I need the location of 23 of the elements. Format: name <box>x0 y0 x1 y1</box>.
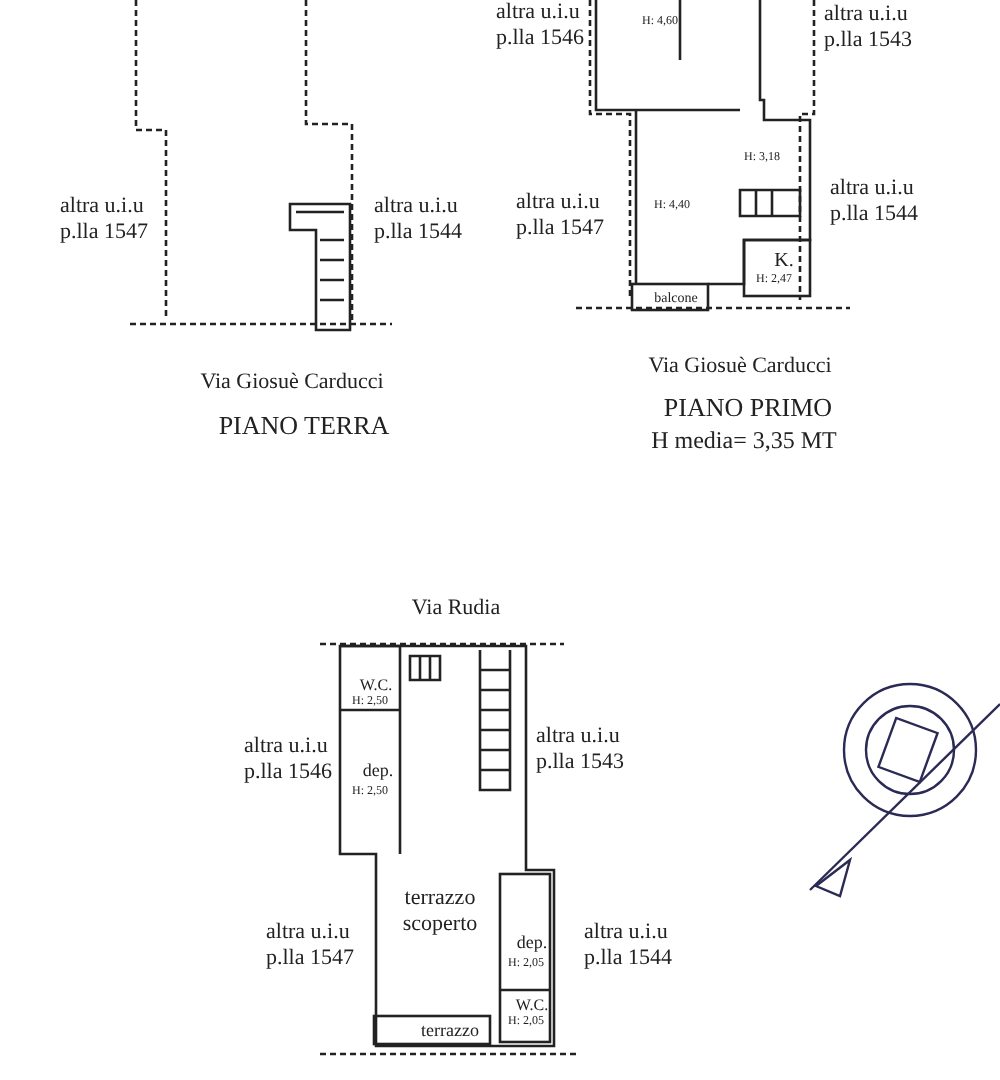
floor-title: PIANO PRIMO <box>661 394 835 424</box>
room-name: dep. <box>514 932 550 953</box>
room-name: terrazzo scoperto <box>400 886 480 937</box>
neighbour-label: altra u.i.u p.lla 1546 <box>244 734 334 785</box>
neighbour-label: altra u.i.u p.lla 1547 <box>516 190 606 241</box>
neighbour-label: altra u.i.u p.lla 1544 <box>584 920 674 971</box>
neighbour-label: altra u.i.u p.lla 1543 <box>536 724 626 775</box>
neighbour-label: altra u.i.u p.lla 1547 <box>266 920 356 971</box>
street-name: Via Giosuè Carducci <box>198 370 386 396</box>
floor-title: PIANO TERRA <box>216 412 392 442</box>
street-name: Via Giosuè Carducci <box>646 354 834 380</box>
room-name: K. <box>772 250 796 273</box>
room-name: terrazzo <box>419 1020 481 1041</box>
neighbour-label: altra u.i.u p.lla 1543 <box>824 2 914 53</box>
street-name: Via Rudia <box>409 596 503 622</box>
neighbour-label: altra u.i.u p.lla 1546 <box>496 0 586 51</box>
room-name: W.C. <box>357 676 395 695</box>
neighbour-label: altra u.i.u p.lla 1544 <box>830 176 920 227</box>
neighbour-label: altra u.i.u p.lla 1547 <box>60 194 150 245</box>
neighbour-label: altra u.i.u p.lla 1544 <box>374 194 464 245</box>
room-name: W.C. <box>513 996 551 1015</box>
floor-subtitle: H media= 3,35 MT <box>649 428 839 456</box>
room-name: dep. <box>360 760 396 781</box>
